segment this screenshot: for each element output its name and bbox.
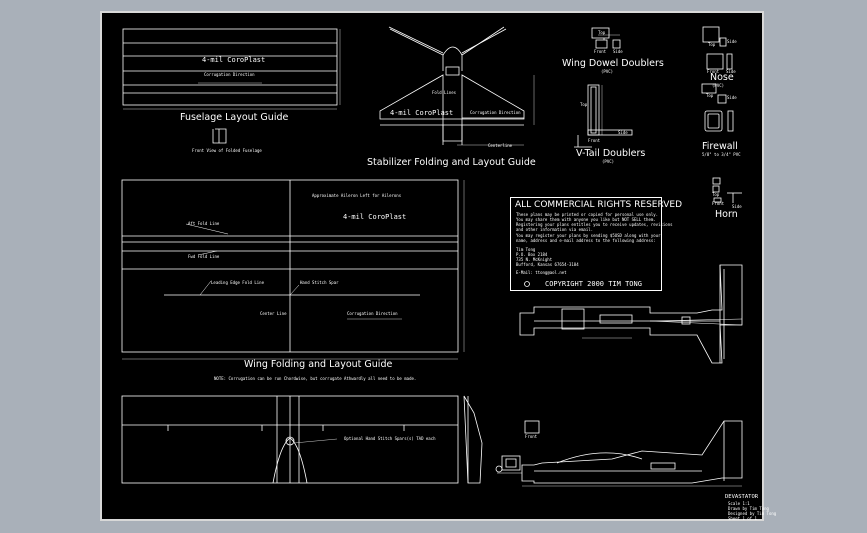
wing-dowel-doublers bbox=[591, 27, 621, 49]
rights-box: ALL COMMERCIAL RIGHTS RESERVED These pla… bbox=[510, 197, 682, 291]
titleblock-line: Scale 1:1 bbox=[728, 501, 750, 506]
nose-top-label: Top bbox=[708, 42, 716, 47]
wing-note: NOTE: Corrugation can be run Chordwise, … bbox=[214, 376, 417, 381]
optional-spars-label: Optional Hand Stitch Spars(s) TAD each bbox=[344, 436, 436, 441]
titleblock-line: Sheet 1 of 1 bbox=[728, 516, 757, 521]
vtail-top-label: Top bbox=[580, 102, 588, 107]
wing-corrugation-label: Corrugation Direction bbox=[347, 311, 398, 316]
copyright-symbol bbox=[524, 281, 530, 287]
vtail-front-label: Front bbox=[588, 138, 601, 143]
rights-line: name, address and e-mail address to the … bbox=[516, 238, 656, 243]
drawing-sheet: 4-mil CoroPlast Corrugation Direction Fu… bbox=[100, 11, 776, 521]
stab-fold-lines-label: Fold Lines bbox=[432, 90, 457, 95]
address-line: 735 N. McKnight bbox=[516, 257, 553, 262]
firewall-title: Firewall bbox=[702, 141, 738, 152]
wing-side-view bbox=[463, 395, 483, 484]
titleblock-line: Designed by Tim Tong bbox=[728, 511, 777, 516]
fuselage-title: Fuselage Layout Guide bbox=[180, 112, 289, 123]
dowel-pvc-label: (PVC) bbox=[601, 69, 614, 74]
nose-front-label: Front bbox=[707, 69, 720, 74]
detail-front-label: Front bbox=[525, 434, 538, 439]
rights-line: Registering your plans entitles you to r… bbox=[516, 222, 673, 227]
dowel-front-label: Front bbox=[594, 49, 607, 54]
stab-corrugation-label: Corrugation Direction bbox=[470, 110, 521, 115]
fuselage-layout bbox=[122, 28, 341, 144]
wing-title: Wing Folding and Layout Guide bbox=[244, 359, 393, 370]
leading-edge-label: Leading Edge Fold Line bbox=[211, 280, 264, 285]
aileron-note: Approximate Aileron Left for Ailerons bbox=[312, 193, 402, 198]
aft-fold-label: Aft Fold Line bbox=[188, 221, 220, 226]
nose-title: Nose bbox=[710, 72, 734, 83]
address-line: Bufford, Kansas 67654-3184 bbox=[516, 262, 579, 267]
vtail-side-label: Side bbox=[618, 130, 628, 135]
fwd-fold-label: Fwd Fold Line bbox=[188, 254, 220, 259]
wing-layout bbox=[121, 179, 465, 360]
address-line: P.O. Box 2184 bbox=[516, 252, 548, 257]
email-line: E-Mail: ttong@aol.net bbox=[516, 270, 567, 275]
firewall-top-label: Top bbox=[706, 93, 714, 98]
hand-stitch-label: Hand Stitch Spar bbox=[300, 280, 339, 285]
address-line: Tim Tong bbox=[516, 247, 536, 252]
vtail-pvc-label: (PVC) bbox=[602, 159, 615, 164]
plane-top-view bbox=[519, 264, 743, 364]
nose-side-label-2: Side bbox=[726, 69, 736, 74]
dowel-top-label: Top bbox=[598, 30, 606, 35]
nose-parts bbox=[702, 26, 733, 70]
titleblock-line: Drawn by Tim Tong bbox=[728, 506, 769, 511]
firewall-side-label: Side bbox=[727, 95, 737, 100]
rights-line: You may share them with anyone you like … bbox=[516, 217, 656, 222]
nose-side-label: Side bbox=[727, 39, 737, 44]
stabilizer-title: Stabilizer Folding and Layout Guide bbox=[367, 157, 536, 168]
cad-drawing bbox=[121, 26, 743, 487]
rights-line: These plans may be printed or copied for… bbox=[516, 212, 659, 217]
fuselage-corrugation-label: Corrugation Direction bbox=[204, 72, 255, 77]
wing-detail bbox=[121, 395, 459, 484]
nose-pvc-label: (PVC) bbox=[712, 83, 725, 88]
wing-dowel-title: Wing Dowel Doublers bbox=[562, 58, 664, 69]
plane-side-view bbox=[495, 420, 743, 487]
fuselage-coroplast-label: 4-mil CoroPlast bbox=[202, 56, 266, 64]
front-view-label: Front View of Folded Fuselage bbox=[192, 148, 262, 153]
titleblock-name: DEVASTATOR bbox=[725, 494, 759, 500]
horn-front-label: Front bbox=[712, 201, 725, 206]
horn-parts bbox=[712, 177, 742, 203]
vtail-doublers bbox=[574, 84, 633, 148]
stab-coroplast-label: 4-mil CoroPlast bbox=[390, 109, 454, 117]
stab-centerline-label: Centerline bbox=[488, 143, 513, 148]
horn-side-label: Side bbox=[732, 204, 742, 209]
center-line-label: Center Line bbox=[260, 311, 287, 316]
vtail-title: V-Tail Doublers bbox=[576, 148, 646, 159]
firewall-sub-label: 5/8" to 3/4" PVC bbox=[702, 152, 741, 157]
firewall-parts bbox=[701, 83, 734, 132]
wing-coroplast-label: 4-mil CoroPlast bbox=[343, 213, 407, 221]
rights-line: and other information via email. bbox=[516, 227, 594, 232]
rights-heading: ALL COMMERCIAL RIGHTS RESERVED bbox=[515, 200, 683, 210]
dowel-side-label: Side bbox=[613, 49, 623, 54]
horn-top-label: Top bbox=[712, 192, 720, 197]
horn-title: Horn bbox=[715, 209, 738, 220]
stabilizer-layout bbox=[379, 26, 535, 146]
rights-line: You may register your plans by sending $… bbox=[516, 233, 661, 238]
copyright-line: COPYRIGHT 2000 TIM TONG bbox=[545, 280, 642, 288]
